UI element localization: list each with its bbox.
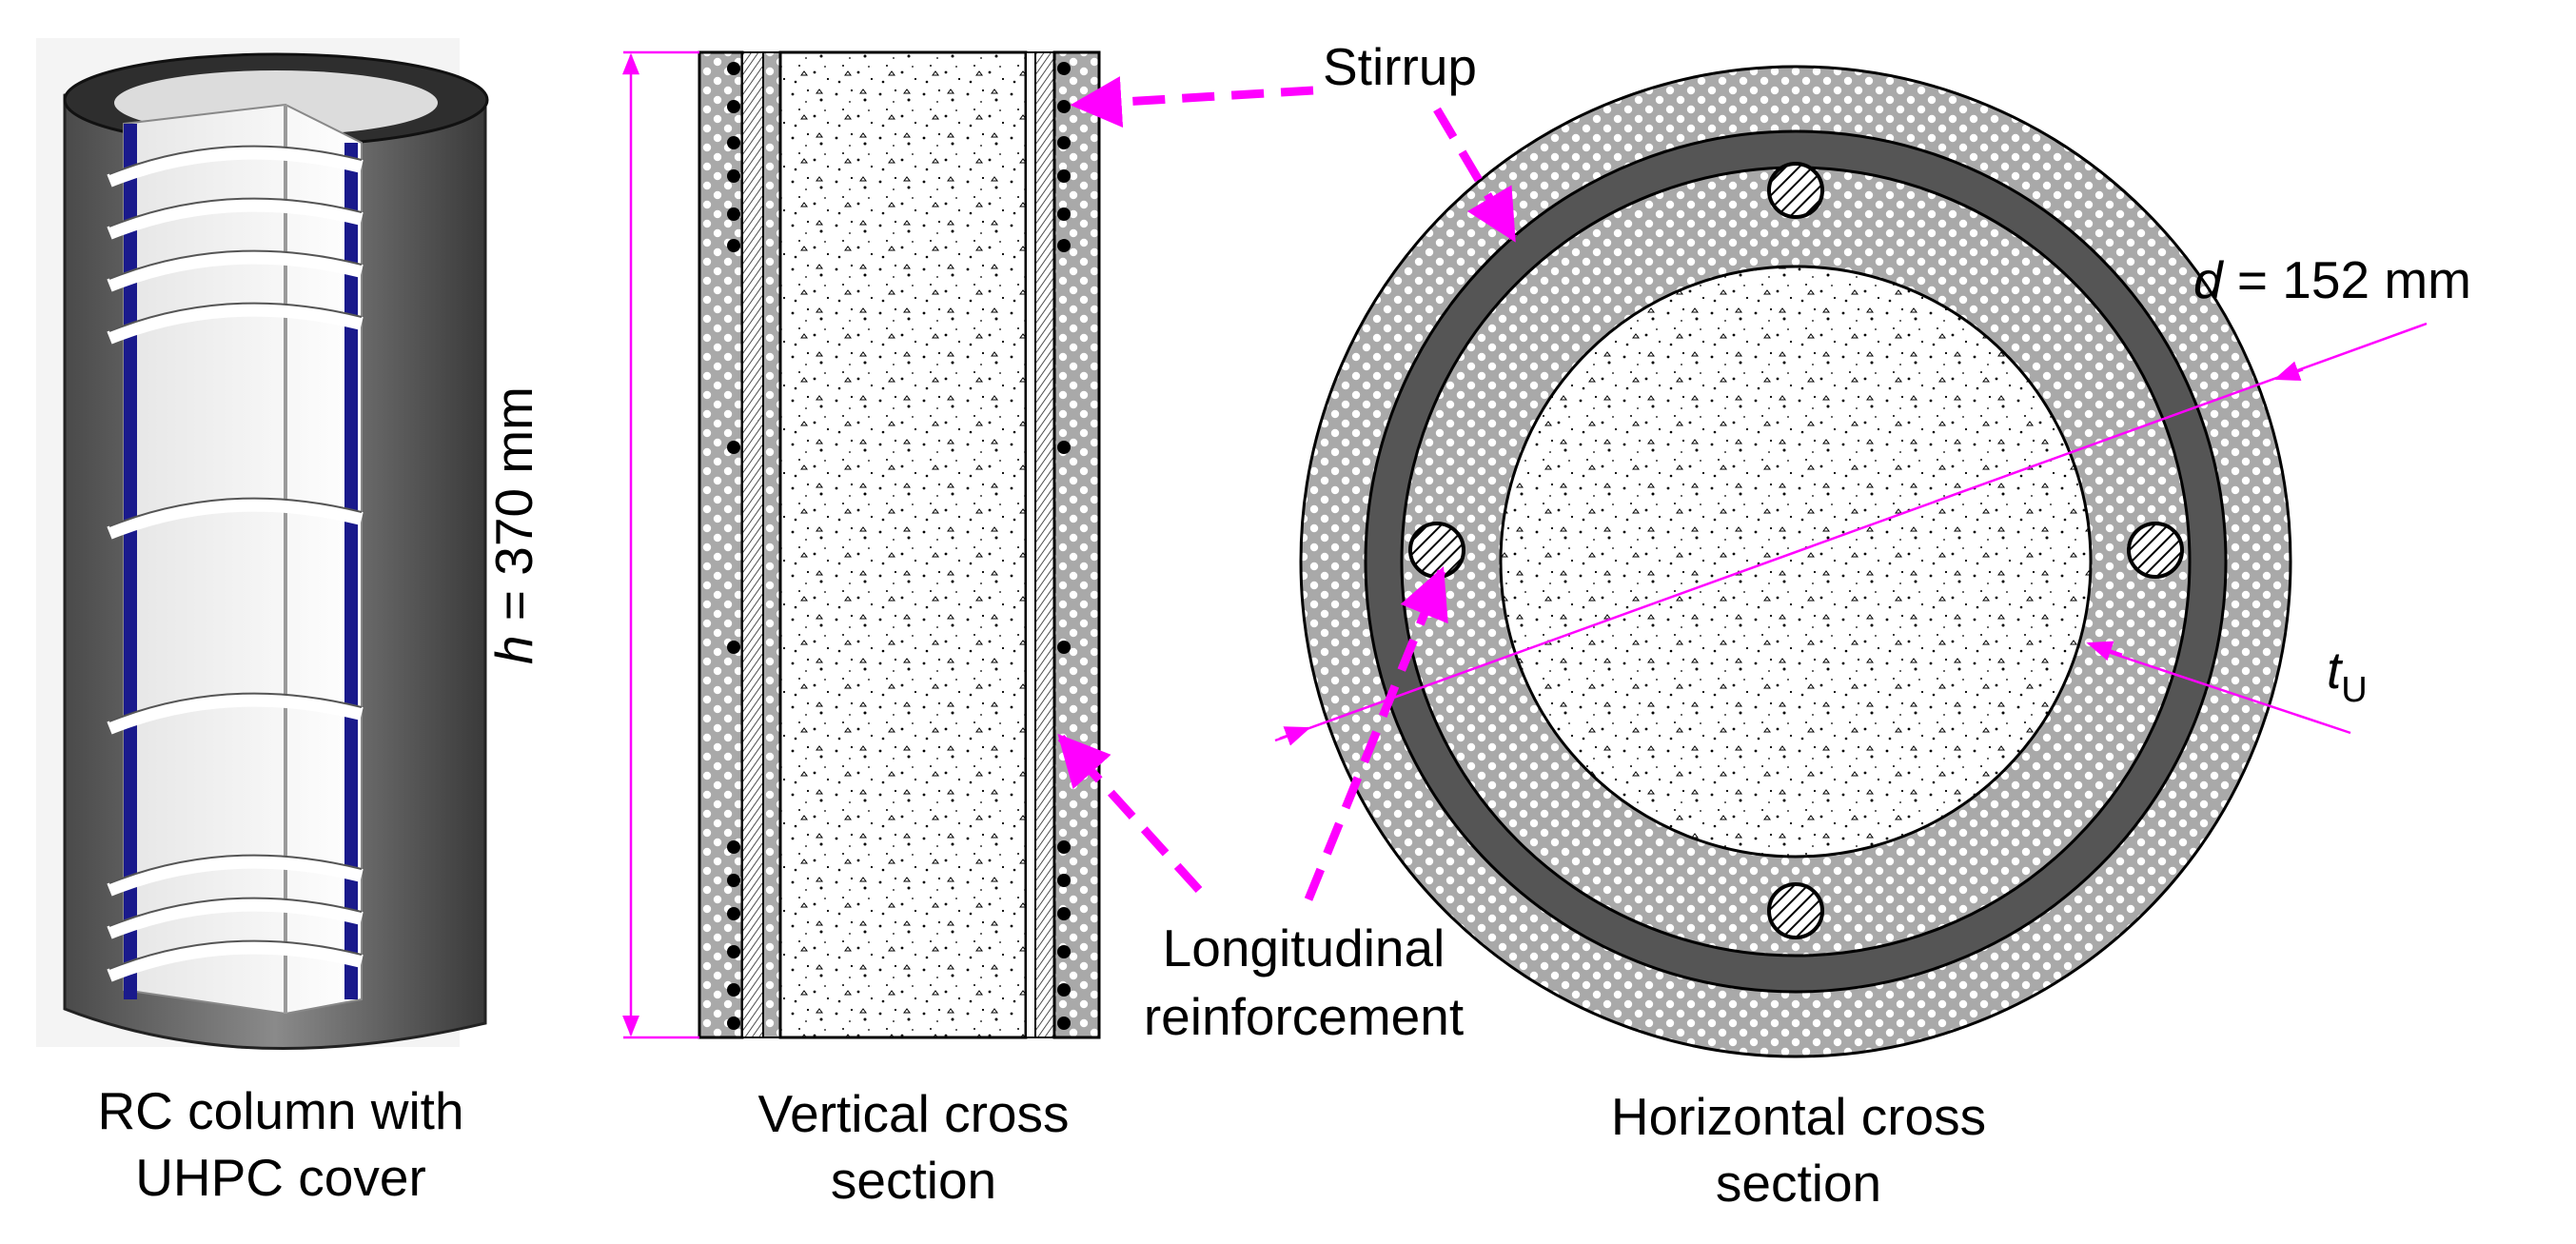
height-dimension-line <box>622 50 699 1039</box>
diameter-value: = 152 mm <box>2222 250 2471 309</box>
stirrup-band-left <box>741 51 764 1038</box>
concrete-core-vertical <box>778 50 1028 1039</box>
callout-arrows <box>1057 76 1517 901</box>
stirrup-3d <box>107 250 364 292</box>
stirrup-arrow-horizontal <box>1433 107 1517 243</box>
longitudinal-label-line1: Longitudinal <box>1162 918 1445 977</box>
stirrup-3d <box>107 303 364 345</box>
stirrups-3d <box>107 146 364 982</box>
stirrup-arrow-vertical <box>1070 76 1314 128</box>
caption-3d-line2: UHPC cover <box>135 1148 426 1207</box>
stirrup-3d <box>107 940 364 982</box>
longitudinal-bar-right <box>2127 522 2184 579</box>
thickness-line <box>2093 645 2351 735</box>
longitudinal-bar-3d-right <box>344 143 358 999</box>
thickness-arrow <box>2086 641 2123 661</box>
stirrup-band-right <box>1034 51 1055 1038</box>
caption-3d-line1: RC column with <box>97 1081 464 1140</box>
stirrup-3d <box>107 146 364 188</box>
diameter-symbol: d <box>2193 250 2223 309</box>
rebar-dots-right <box>1057 62 1071 1030</box>
caption-vertical-line2: section <box>830 1151 997 1210</box>
longitudinal-bar-bottom <box>1767 882 1824 939</box>
caption-horizontal-section: Horizontal cross section <box>1542 1083 2055 1216</box>
concrete-core-circle <box>1499 265 2093 859</box>
longitudinal-bar-left <box>1408 522 1465 579</box>
diameter-arrow-right <box>2273 361 2304 381</box>
stirrup-3d <box>107 898 364 939</box>
longitudinal-arrow-horizontal <box>1304 565 1448 901</box>
thickness-subscript: U <box>2341 670 2368 710</box>
caption-horizontal-line1: Horizontal cross <box>1610 1087 1987 1146</box>
stirrup-3d <box>107 693 364 735</box>
vertical-cross-section <box>622 50 1101 1039</box>
stirrup-3d <box>107 855 364 897</box>
horizontal-cross-section <box>1274 65 2428 1058</box>
caption-vertical-line1: Vertical cross <box>757 1084 1070 1143</box>
caption-3d-column: RC column with UHPC cover <box>57 1077 504 1211</box>
stirrup-3d <box>107 198 364 240</box>
inner-cover-left <box>762 51 781 1038</box>
longitudinal-arrow-vertical <box>1057 733 1203 894</box>
diameter-line <box>1274 322 2428 742</box>
stirrup-3d <box>107 498 364 540</box>
diameter-label: d = 152 mm <box>2193 249 2471 310</box>
rebar-dots-left <box>727 62 740 1030</box>
diameter-arrow-left <box>1279 726 1311 746</box>
caption-horizontal-line2: section <box>1715 1154 1882 1213</box>
longitudinal-reinforcement-label: Longitudinal reinforcement <box>1104 914 1504 1051</box>
longitudinal-label-line2: reinforcement <box>1143 987 1465 1046</box>
uhpc-cover-left <box>698 50 744 1039</box>
longitudinal-bar-3d-left <box>124 124 137 999</box>
column-3d-illustration <box>36 38 489 1051</box>
height-value: = 370 mm <box>484 386 543 636</box>
inner-cover-right <box>1025 51 1036 1038</box>
longitudinal-bar-top <box>1767 162 1824 219</box>
caption-vertical-section: Vertical cross section <box>685 1080 1142 1214</box>
uhpc-cover-right <box>1052 50 1101 1039</box>
stirrup-label: Stirrup <box>1323 37 1477 96</box>
thickness-symbol: t <box>2327 641 2342 700</box>
height-symbol: h <box>484 635 543 664</box>
height-dimension-label: h = 370 mm <box>483 326 544 725</box>
thickness-label: tU <box>2327 640 2368 710</box>
